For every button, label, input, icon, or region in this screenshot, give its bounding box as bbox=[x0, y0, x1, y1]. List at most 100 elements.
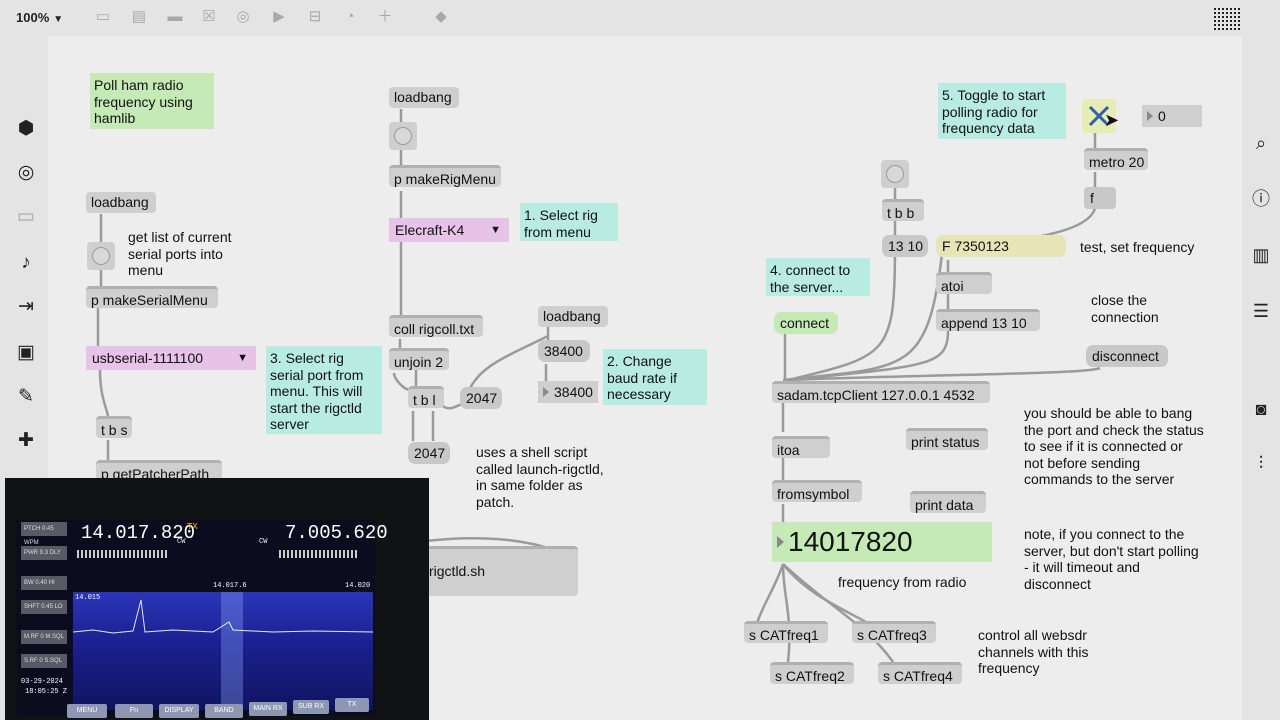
message-box-icon[interactable]: ▤ bbox=[131, 8, 147, 25]
loadbang-rig[interactable]: loadbang bbox=[389, 87, 459, 108]
spectrum-right-label: 14.020 bbox=[345, 582, 371, 590]
message-set-frequency[interactable]: F 7350123 bbox=[936, 235, 1066, 257]
bang-icon[interactable]: ◎ bbox=[236, 8, 250, 25]
search-icon[interactable]: ⌕ bbox=[1255, 133, 1267, 153]
message-38400[interactable]: 38400 bbox=[538, 340, 590, 362]
frequency-number[interactable]: 14017820 bbox=[772, 522, 992, 562]
bang-connect[interactable] bbox=[881, 160, 909, 188]
columns-icon[interactable]: ▥ bbox=[1252, 245, 1270, 265]
side-mrf: M.RF 0 M.SQL bbox=[21, 630, 67, 644]
note-step1: 1. Select rig from menu bbox=[520, 203, 618, 241]
target-icon[interactable]: ◎ bbox=[17, 162, 35, 183]
t-b-b[interactable]: t b b bbox=[882, 199, 924, 221]
comment-serial-list: get list of current serial ports into me… bbox=[128, 229, 232, 278]
note-step5: 5. Toggle to start polling radio for fre… bbox=[938, 83, 1066, 139]
zoom-dropdown[interactable]: 100%▼ bbox=[16, 10, 63, 25]
disconnect-button[interactable]: disconnect bbox=[1086, 345, 1168, 367]
loadbang-serial[interactable]: loadbang bbox=[86, 192, 156, 213]
rig-menu[interactable]: Elecraft-K4▼ bbox=[389, 218, 509, 242]
message-2047-b[interactable]: 2047 bbox=[408, 442, 450, 464]
spectrum-left-label: 14.015 bbox=[75, 594, 101, 602]
folder-icon[interactable]: ▭ bbox=[17, 206, 35, 227]
mouse-cursor-icon: ➤ bbox=[1104, 110, 1120, 130]
message-13-10[interactable]: 13 10 bbox=[882, 235, 928, 257]
list-icon[interactable]: ☰ bbox=[1252, 301, 1270, 321]
serial-port-menu[interactable]: usbserial-1111100▼ bbox=[86, 346, 256, 370]
patcher-canvas[interactable]: Poll ham radio frequency using hamlib lo… bbox=[48, 36, 1242, 720]
unjoin-2[interactable]: unjoin 2 bbox=[389, 348, 449, 370]
note-step2: 2. Change baud rate if necessary bbox=[603, 349, 707, 405]
s-meter-a bbox=[77, 550, 167, 558]
connect-button[interactable]: connect bbox=[774, 312, 838, 334]
note-poll-title: Poll ham radio frequency using hamlib bbox=[90, 73, 214, 129]
passband bbox=[221, 592, 243, 710]
comment-icon[interactable]: ▬ bbox=[167, 8, 183, 25]
print-data[interactable]: print data bbox=[910, 491, 986, 513]
print-status[interactable]: print status bbox=[906, 428, 988, 450]
p-getpatcherpath[interactable]: p getPatcherPath bbox=[96, 460, 222, 482]
zoom-value: 100% bbox=[16, 10, 50, 25]
sadam-tcpclient[interactable]: sadam.tcpClient 127.0.0.1 4532 bbox=[772, 381, 990, 403]
sliders-icon[interactable]: ⫶ bbox=[1258, 453, 1264, 473]
s-catfreq4[interactable]: s CATfreq4 bbox=[878, 662, 962, 684]
menu-arrow-icon: ▼ bbox=[237, 352, 248, 364]
comment-test-frequency: test, set frequency bbox=[1080, 239, 1195, 255]
toggle-icon[interactable]: ☒ bbox=[202, 8, 216, 25]
object-box-icon[interactable]: ▭ bbox=[95, 8, 111, 25]
paint-bucket-icon[interactable]: ◆ bbox=[435, 8, 447, 25]
metro-20[interactable]: metro 20 bbox=[1084, 148, 1148, 170]
radio-date: 03-29-2024 bbox=[21, 678, 64, 686]
chevron-down-icon: ▼ bbox=[53, 14, 64, 25]
s-catfreq2[interactable]: s CATfreq2 bbox=[770, 662, 854, 684]
s-catfreq1[interactable]: s CATfreq1 bbox=[744, 621, 828, 643]
camera-icon[interactable]: ◙ bbox=[1255, 399, 1267, 419]
float-f[interactable]: f bbox=[1084, 187, 1116, 209]
radio-btn-display: DISPLAY bbox=[159, 704, 199, 718]
grid-icon[interactable] bbox=[1214, 8, 1240, 30]
patch-cords bbox=[96, 109, 1101, 663]
comment-shell-script: uses a shell script called launch-rigctl… bbox=[476, 444, 604, 510]
info-icon[interactable]: ⓘ bbox=[1252, 189, 1270, 209]
itoa[interactable]: itoa bbox=[772, 436, 830, 458]
s-catfreq3[interactable]: s CATfreq3 bbox=[852, 621, 936, 643]
side-ptch: PTCH 0.45 WPM bbox=[21, 522, 67, 546]
music-note-icon[interactable]: ♪ bbox=[21, 252, 31, 273]
bang-rig[interactable] bbox=[389, 122, 417, 150]
p-makeserialmenu[interactable]: p makeSerialMenu bbox=[86, 286, 218, 308]
paperclip-icon[interactable]: ✎ bbox=[18, 386, 34, 407]
loadbang-baud[interactable]: loadbang bbox=[538, 306, 608, 327]
atoi[interactable]: atoi bbox=[936, 272, 992, 294]
side-srf: S.RF 0 S.SQL bbox=[21, 654, 67, 668]
dial-icon[interactable]: ◔ bbox=[345, 8, 355, 25]
baud-number[interactable]: 38400 bbox=[538, 381, 598, 403]
step-icon[interactable]: ⇥ bbox=[18, 296, 34, 317]
vfo-a-frequency: 14.017.820 bbox=[81, 522, 196, 544]
t-b-l[interactable]: t b l bbox=[408, 386, 444, 408]
message-2047-a[interactable]: 2047 bbox=[460, 387, 502, 409]
bang-serial[interactable] bbox=[87, 242, 115, 270]
image-icon[interactable]: ▣ bbox=[17, 342, 35, 363]
side-pwr: PWR 9.3 DLY bbox=[21, 546, 67, 560]
plug-icon[interactable]: ✚ bbox=[18, 430, 34, 451]
polling-toggle[interactable] bbox=[1082, 99, 1116, 133]
play-icon[interactable]: ▶ bbox=[273, 8, 285, 25]
t-b-s[interactable]: t b s bbox=[96, 416, 132, 438]
radio-screen: 14.017.820 TX CW CW 7.005.620 14.015 14.… bbox=[17, 520, 388, 716]
menu-arrow-icon: ▼ bbox=[490, 224, 501, 236]
x-icon bbox=[1088, 105, 1110, 127]
side-shft: SHFT 0.45 LO bbox=[21, 600, 67, 614]
radio-btn-band: BAND bbox=[205, 704, 243, 718]
radio-btn-main-rx: MAIN RX bbox=[249, 702, 287, 716]
add-icon[interactable]: ＋ bbox=[377, 8, 393, 25]
mode-b: CW bbox=[259, 538, 268, 546]
slider-icon[interactable]: ⊟ bbox=[308, 8, 322, 25]
package-icon[interactable]: ⬢ bbox=[17, 118, 35, 139]
metro-number[interactable]: 0 bbox=[1142, 105, 1202, 127]
coll-rigcoll[interactable]: coll rigcoll.txt bbox=[389, 315, 483, 337]
fromsymbol[interactable]: fromsymbol bbox=[772, 480, 862, 502]
tx-indicator: TX bbox=[187, 522, 198, 532]
shell-object[interactable]: rigctld.sh bbox=[424, 546, 578, 596]
comment-timeout: note, if you connect to the server, but … bbox=[1024, 526, 1199, 592]
p-makerigmenu[interactable]: p makeRigMenu bbox=[389, 165, 501, 187]
append-13-10[interactable]: append 13 10 bbox=[936, 309, 1040, 331]
